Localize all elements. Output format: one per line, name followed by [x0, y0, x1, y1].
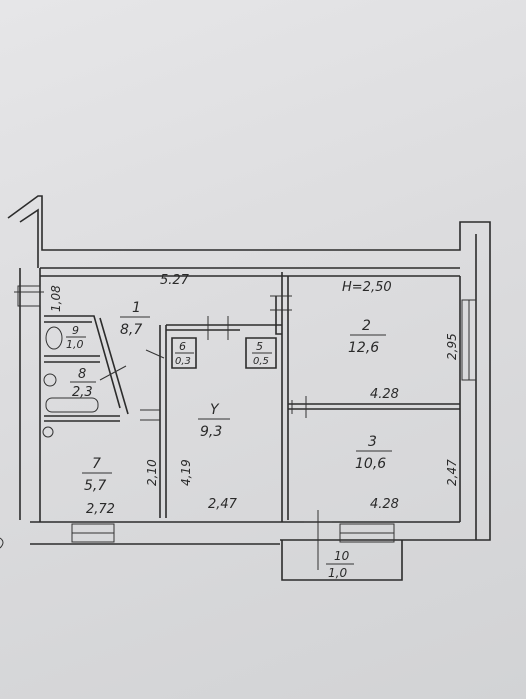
room-2-number: 2: [362, 318, 371, 334]
ceiling-height-label: H=2,50: [342, 280, 392, 295]
room-y-area: 9,3: [200, 424, 222, 440]
dim-room2-right: 2,95: [445, 333, 459, 360]
dim-left-wall: 1,08: [49, 285, 63, 312]
dim-room7-width: 2,72: [86, 502, 115, 517]
window-left: [17, 285, 41, 307]
room-7-number: 7: [92, 456, 101, 472]
dim-room4-height: 4,19: [179, 459, 193, 486]
dim-top-left-width: 5.27: [160, 273, 190, 288]
sink-icon: [42, 426, 54, 438]
room-5-area: 0,5: [253, 356, 269, 367]
dim-room3-right: 2,47: [445, 459, 459, 486]
door-marks: [14, 291, 307, 421]
entry-arc: [0, 537, 4, 549]
room-6-area: 0,3: [175, 356, 191, 367]
windows: [17, 285, 477, 543]
sink-icon: [43, 373, 57, 387]
bathtub-icon: [45, 397, 99, 413]
dim-room3-width: 4.28: [370, 497, 399, 512]
room-3-number: 3: [368, 434, 377, 450]
room-9-number: 9: [72, 324, 79, 337]
toilet-icon: [45, 326, 63, 350]
room-labels: 1 8,7 2 12,6 3 10,6 Y 9,3 5 0,5 6 0,3 7 …: [66, 300, 392, 580]
interior-walls: [44, 272, 460, 522]
room-3-area: 10,6: [355, 456, 386, 472]
room-6-number: 6: [179, 340, 186, 353]
balcony: [281, 510, 403, 581]
room-2-area: 12,6: [348, 340, 379, 356]
room-5-number: 5: [256, 340, 263, 353]
room-8-number: 8: [78, 367, 86, 382]
dimension-labels: 5.27 H=2,50 1,08 4.28 2,95 4.28 2,47 2,7…: [49, 273, 459, 517]
room-8-area: 2,3: [72, 385, 93, 400]
room-y-number: Y: [210, 402, 220, 418]
dim-room2-width: 4.28: [370, 387, 399, 402]
outer-walls: [7, 195, 491, 545]
room-10-number: 10: [334, 549, 350, 563]
room-7-area: 5,7: [84, 478, 106, 494]
dim-room4-width: 2,47: [208, 497, 238, 512]
dim-room7-height: 2,10: [145, 459, 159, 486]
room-10-area: 1,0: [328, 566, 347, 580]
room-9-area: 1,0: [66, 338, 84, 351]
room-1-area: 8,7: [120, 322, 142, 338]
room-1-number: 1: [132, 300, 141, 316]
fixtures: [42, 326, 99, 438]
